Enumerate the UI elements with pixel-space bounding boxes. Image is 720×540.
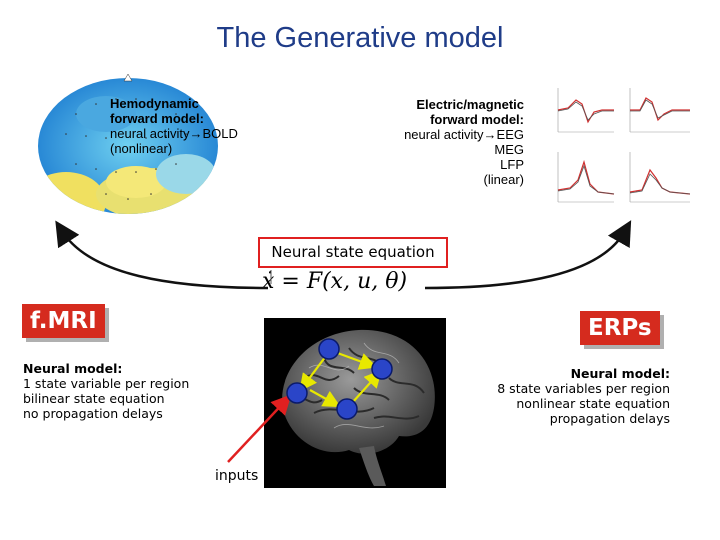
erp-waveform-plots	[557, 88, 691, 203]
erp-neural-model-text: Neural model: 8 state variables per regi…	[460, 366, 670, 426]
inputs-label: inputs	[215, 468, 259, 484]
erp-model-line: nonlinear state equation	[516, 396, 670, 411]
fmri-model-line: no propagation delays	[23, 406, 163, 421]
arrow-to-erp-forward-model	[424, 220, 632, 290]
erp-plot-bottom-left	[557, 152, 615, 203]
electric-title: Electric/magnetic	[416, 97, 524, 112]
scalp-topography-map	[38, 74, 218, 214]
electric-subtitle: forward model:	[430, 112, 524, 127]
fmri-model-line: 1 state variable per region	[23, 376, 190, 391]
electric-mapping: neural activity→EEG	[404, 127, 524, 142]
erp-plot-top-right	[629, 88, 690, 133]
hemodynamic-title: Hemodynamic	[110, 96, 199, 111]
arrow-to-fmri-forward-model	[55, 220, 269, 290]
fmri-model-heading: Neural model:	[23, 361, 123, 376]
hemodynamic-mapping: neural activity→BOLD	[110, 126, 238, 141]
fmri-neural-model-text: Neural model: 1 state variable per regio…	[23, 361, 223, 421]
neural-state-equation-label: Neural state equation	[258, 237, 448, 268]
electric-forward-model-text: Electric/magnetic forward model: neural …	[370, 97, 524, 187]
diagram-title: The Generative model	[216, 22, 504, 54]
fmri-label: f.MRI	[22, 304, 105, 338]
erp-model-line: 8 state variables per region	[497, 381, 670, 396]
fmri-model-line: bilinear state equation	[23, 391, 165, 406]
hemodynamic-subtitle: forward model:	[110, 111, 204, 126]
electric-lfp: LFP	[500, 157, 524, 172]
electric-linearity: (linear)	[483, 172, 524, 187]
hemodynamic-linearity: (nonlinear)	[110, 141, 173, 156]
erp-plot-top-left	[557, 88, 614, 133]
brain-network-image	[264, 318, 446, 488]
neural-state-equation-formula: ẋ = F(x, u, θ)	[262, 269, 408, 294]
brainstem-shape	[359, 446, 386, 486]
erp-plot-bottom-right	[629, 152, 691, 203]
erps-label: ERPs	[580, 311, 660, 345]
erp-model-heading: Neural model:	[570, 366, 670, 381]
hemodynamic-forward-model-text: Hemodynamic forward model: neural activi…	[110, 96, 280, 156]
erp-model-line: propagation delays	[549, 411, 670, 426]
electric-meg: MEG	[494, 142, 524, 157]
